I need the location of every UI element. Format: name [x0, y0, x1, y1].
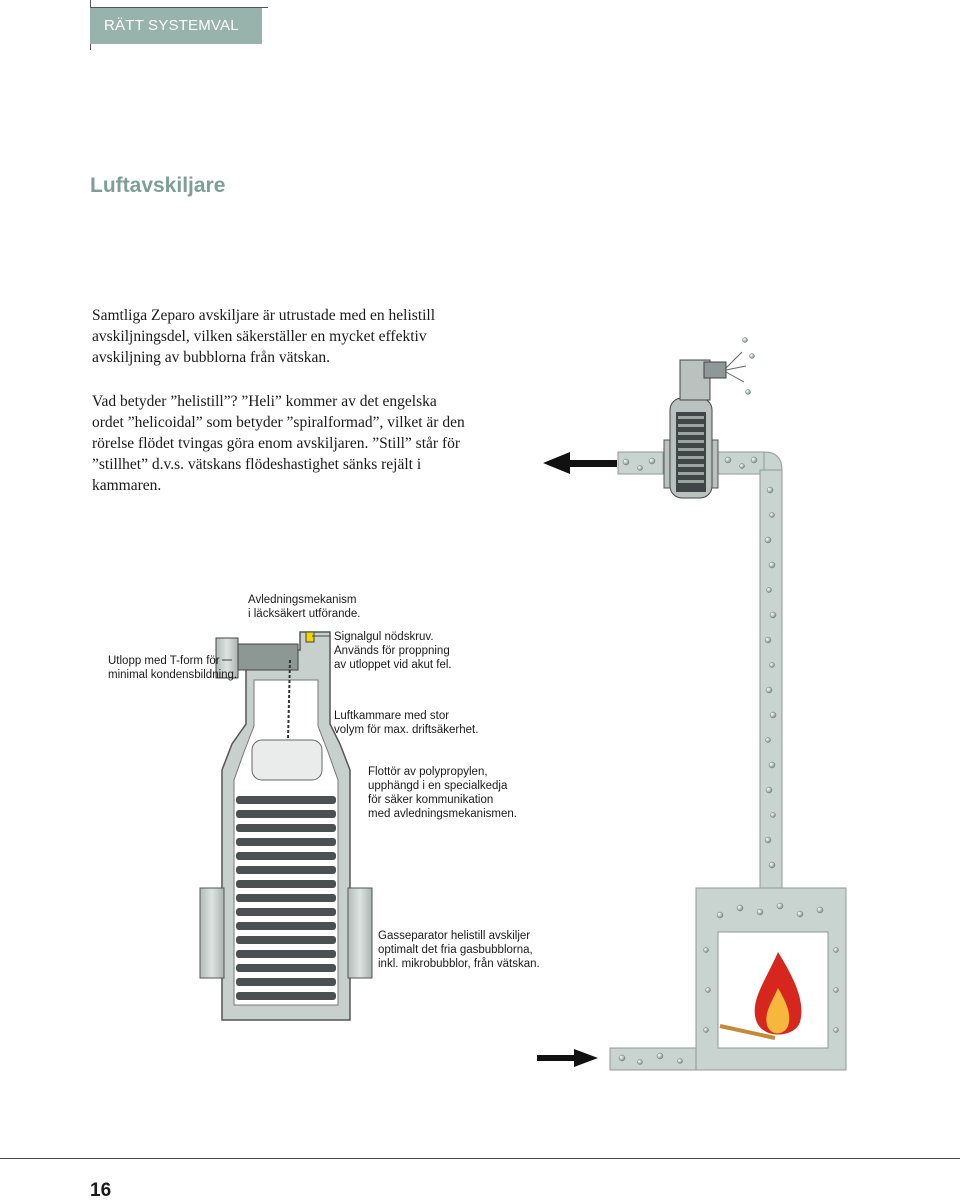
page-number: 16 [90, 1180, 112, 1201]
burner-flame [719, 952, 802, 1040]
gas-bubbles [618, 337, 839, 1065]
page-heading: Luftavskiljare [90, 174, 226, 197]
callout-deflection-mechanism: Avledningsmekanism i läcksäkert utförand… [248, 594, 361, 620]
footer-rule [0, 1158, 960, 1159]
callout-gas-separator: Gasseparator helistill avskiljer optimal… [378, 930, 540, 970]
callout-leaders [222, 635, 330, 661]
intro-paragraph: Samtliga Zeparo avskiljare är utrustade … [92, 307, 436, 366]
main-separator [199, 631, 373, 1021]
helistill-paragraph: Vad betyder ”helistill”? ”Heli” kommer a… [92, 393, 465, 494]
flow-arrows [537, 452, 617, 1067]
callout-t-outlet: Utlopp med T-form för minimal kondensbil… [108, 655, 238, 681]
pipe-system [609, 451, 847, 1071]
header-rule-horizontal [90, 7, 268, 8]
callout-signal-screw: Signalgul nödskruv. Används för proppnin… [334, 631, 452, 671]
section-tab: RÄTT SYSTEMVAL [90, 7, 262, 44]
callout-air-chamber: Luftkammare med stor volym för max. drif… [334, 710, 479, 736]
callout-float: Flottör av polypropylen, upphängd i en s… [368, 766, 517, 820]
small-separator [663, 351, 747, 499]
